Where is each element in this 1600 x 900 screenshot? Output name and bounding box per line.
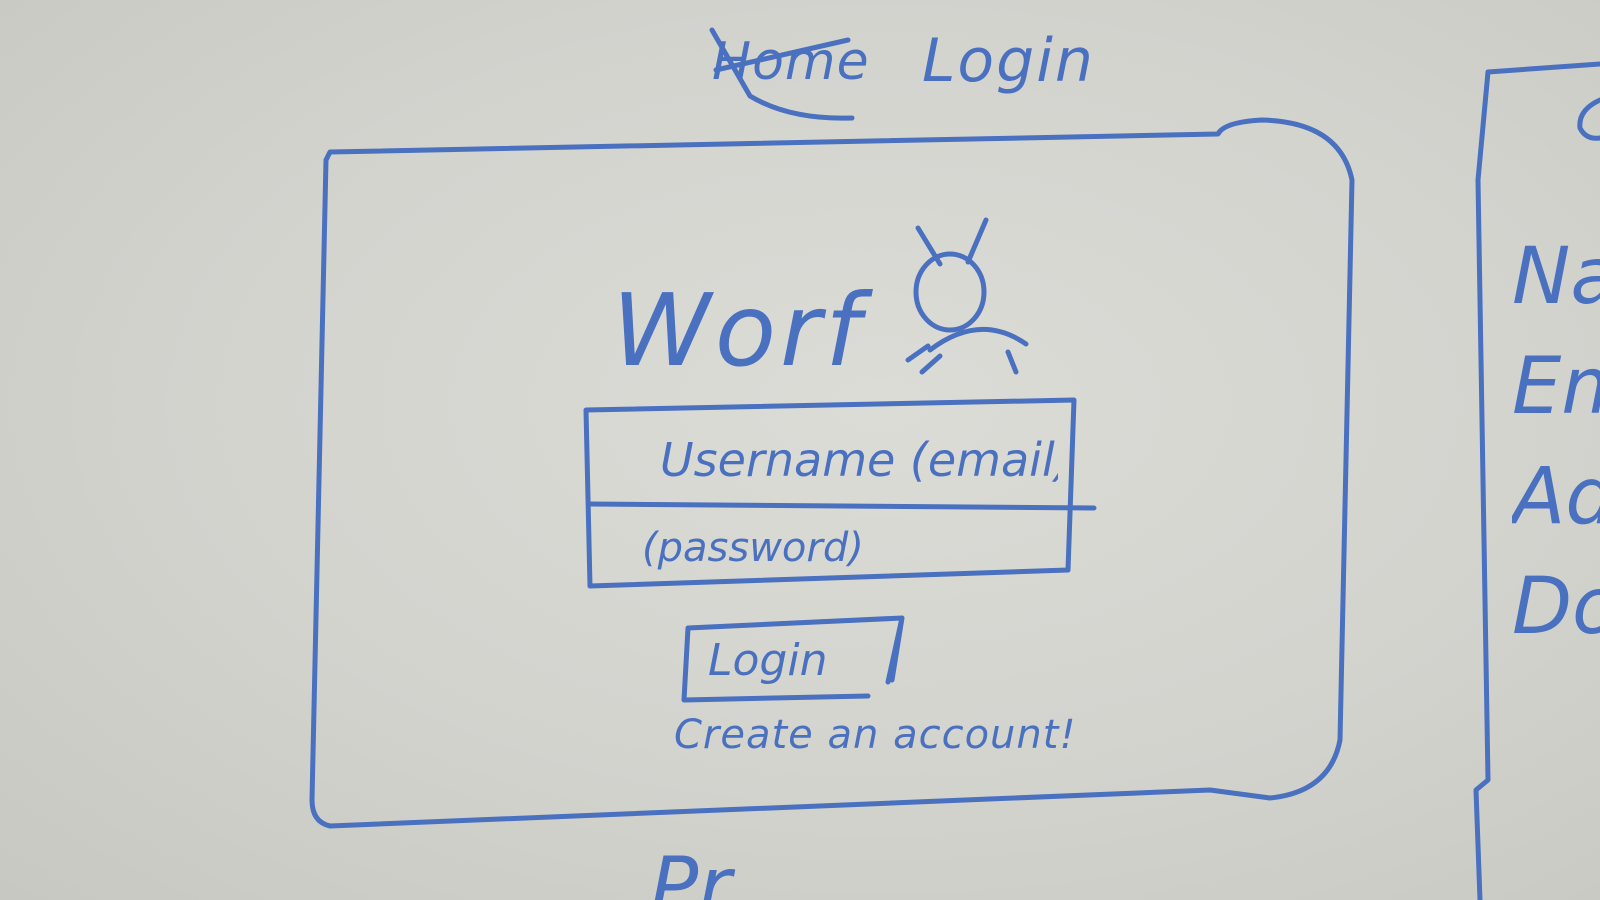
adjacent-sketch-frame (1473, 61, 1600, 900)
bug-icon (905, 217, 1029, 375)
heading-strikethrough (709, 27, 855, 121)
adjacent-sketch-line: Add (1512, 452, 1600, 542)
login-card-frame (309, 117, 1355, 829)
adjacent-sketch-line: Em (1512, 342, 1600, 432)
login-button[interactable]: Login (686, 622, 898, 698)
adjacent-sketch-line: Do (1512, 562, 1600, 652)
password-input[interactable] (598, 512, 1058, 584)
bottom-partial-text: Pr (650, 840, 732, 900)
login-heading: Login (922, 26, 1095, 96)
username-email-input[interactable] (598, 412, 1058, 508)
login-button-frame (681, 615, 905, 703)
home-heading-crossed-out: Home (712, 32, 870, 92)
create-account-link[interactable]: Create an account! (674, 712, 1077, 758)
credentials-box-frame (583, 397, 1077, 589)
app-name: Worf (612, 272, 865, 389)
adjacent-sketch-fields: Na Em Add Do (1512, 222, 1600, 702)
adjacent-sketch-line: Na (1512, 232, 1600, 322)
